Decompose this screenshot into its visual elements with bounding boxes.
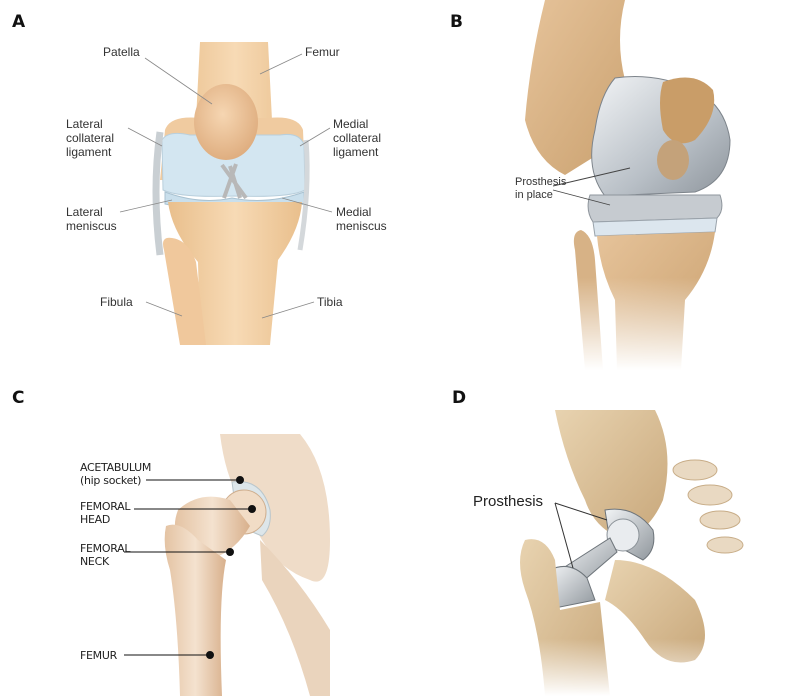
acetabulum-dot (237, 477, 244, 484)
label-medial-meniscus: Medial meniscus (336, 205, 387, 233)
label-patella: Patella (103, 45, 140, 59)
label-tibia: Tibia (317, 295, 343, 309)
label-femoral-head: FEMORAL HEAD (80, 500, 130, 526)
label-femur: Femur (305, 45, 340, 59)
hip-anatomy-illustration (0, 430, 395, 696)
femoral-head-dot (249, 506, 256, 513)
panel-b-knee-prosthesis: Prosthesis in place (395, 0, 791, 370)
mcl-leader (300, 128, 330, 146)
label-lateral-meniscus: Lateral meniscus (66, 205, 117, 233)
label-fibula: Fibula (100, 295, 133, 309)
femur-dot (207, 652, 214, 659)
label-prosthesis-hip: Prosthesis (473, 495, 543, 509)
panel-a-knee-anatomy: Patella Femur Lateral collateral ligamen… (0, 0, 395, 360)
label-prosthesis-in-place: Prosthesis in place (515, 176, 566, 202)
panel-d-letter: D (452, 388, 466, 408)
label-femur-c: FEMUR (80, 649, 117, 662)
knee-prosthesis-illustration (395, 0, 791, 370)
femoral-neck-dot (227, 549, 234, 556)
panel-d-hip-prosthesis: Prosthesis (395, 410, 791, 696)
panel-c-hip-anatomy: ACETABULUM (hip socket) FEMORAL HEAD FEM… (0, 430, 395, 696)
label-acetabulum: ACETABULUM (hip socket) (80, 461, 151, 487)
label-femoral-neck: FEMORAL NECK (80, 542, 130, 568)
panel-c-letter: C (12, 388, 24, 408)
hip-prosthesis-illustration (395, 410, 791, 696)
label-lateral-collateral-ligament: Lateral collateral ligament (66, 117, 114, 159)
lateral-meniscus-leader (120, 200, 172, 212)
label-medial-collateral-ligament: Medial collateral ligament (333, 117, 381, 159)
